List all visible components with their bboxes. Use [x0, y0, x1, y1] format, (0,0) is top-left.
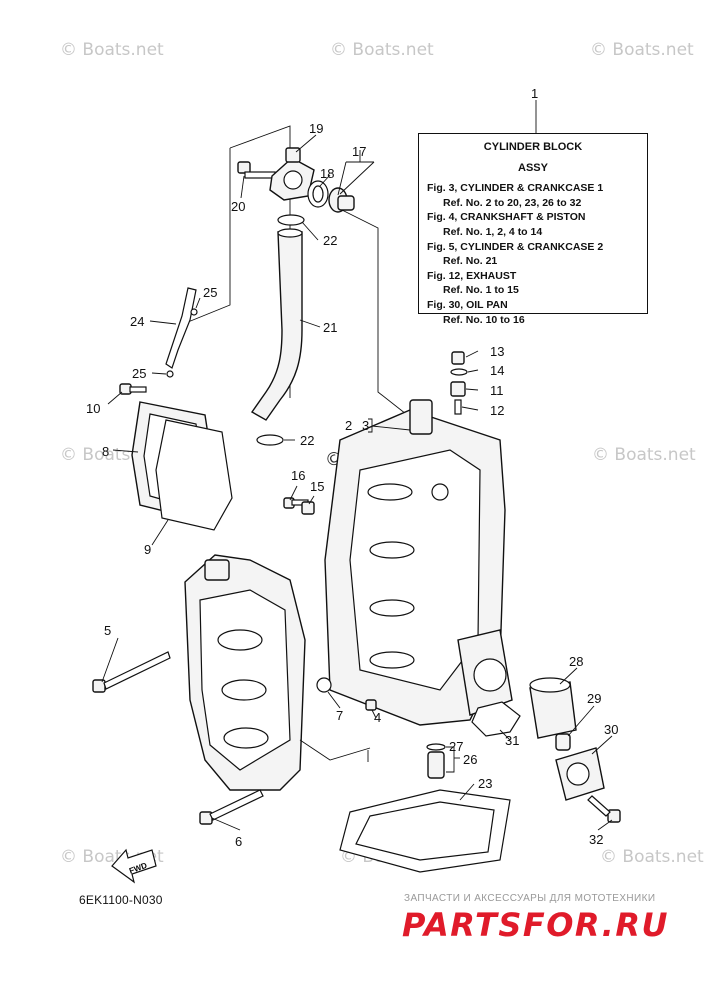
plug-13: [451, 351, 465, 365]
callout-numbers: 1 2 3 4 5 6 7 8 9 10 11 12 13 14 15 16 1…: [86, 86, 618, 849]
dowel-4: [365, 699, 377, 711]
callout-10: 10: [86, 401, 100, 416]
callout-16: 16: [291, 468, 305, 483]
callout-17: 17: [352, 144, 366, 159]
callout-28: 28: [569, 654, 583, 669]
callout-32: 32: [589, 832, 603, 847]
o-ring-7: [316, 677, 332, 693]
bolt-16: [283, 497, 309, 509]
callout-12: 12: [490, 403, 504, 418]
reference-subtitle: ASSY: [518, 161, 548, 174]
reference-figure-line: Fig. 12, EXHAUST: [427, 269, 517, 282]
callout-9: 9: [144, 542, 151, 557]
callout-30: 30: [604, 722, 618, 737]
leader-lines: [101, 134, 613, 831]
callout-1: 1: [531, 86, 538, 101]
callout-14: 14: [490, 363, 504, 378]
callout-18: 18: [320, 166, 334, 181]
clip-25-lower: [166, 370, 174, 378]
bolt-20: [237, 161, 276, 179]
callout-25b: 25: [132, 366, 146, 381]
callout-26: 26: [463, 752, 477, 767]
o-ring-22-lower: [256, 434, 284, 446]
callout-24: 24: [130, 314, 144, 329]
reference-title: CYLINDER BLOCK: [483, 141, 583, 153]
callout-19: 19: [309, 121, 323, 136]
reference-ref-line: Ref. No. 1 to 15: [443, 284, 519, 297]
reference-figure-line: Fig. 5, CYLINDER & CRANKCASE 2: [427, 240, 604, 253]
callout-2: 2: [345, 418, 352, 433]
thermostat-17: [328, 187, 355, 213]
thermostat-cover-19: [269, 147, 315, 201]
reference-figure-line: Fig. 3, CYLINDER & CRANKCASE 1: [427, 182, 604, 195]
callout-20: 20: [231, 199, 245, 214]
callout-11: 11: [490, 383, 504, 398]
reference-ref-line: Ref. No. 1, 2, 4 to 14: [443, 225, 543, 238]
reference-figure-line: Fig. 4, CRANKSHAFT & PISTON: [427, 211, 586, 224]
collar-11: [450, 381, 466, 397]
watermark: © Boats.net: [330, 40, 434, 60]
oil-filter-28: [529, 677, 577, 739]
o-ring-14: [450, 368, 468, 376]
group-bracket-2: [299, 739, 371, 761]
cylinder-block-1: [324, 399, 513, 726]
bolt-6: [199, 789, 264, 825]
crankcase-2: [184, 554, 306, 791]
filter-bracket-30: [555, 747, 605, 801]
callout-7: 7: [336, 708, 343, 723]
pin-12: [454, 399, 462, 415]
callout-4: 4: [374, 710, 381, 725]
reference-box: CYLINDER BLOCK ASSY Fig. 3, CYLINDER & C…: [418, 133, 648, 326]
shop-logo[interactable]: PARTSFOR.RU: [402, 906, 669, 944]
bolt-10: [119, 383, 147, 395]
watermark: © Boats.net: [590, 40, 694, 60]
callout-27: 27: [449, 739, 463, 754]
diagram-code: 6EK1100-N030: [79, 893, 163, 907]
reference-ref-line: Ref. No. 10 to 16: [443, 313, 525, 326]
callout-3: 3: [362, 418, 369, 433]
dowel-15: [301, 501, 315, 515]
callout-5: 5: [104, 623, 111, 638]
group-bracket-thermostat: [335, 206, 421, 426]
strainer-26: [427, 751, 445, 779]
callout-13: 13: [490, 344, 504, 359]
watermark: © Boats.net: [60, 40, 164, 60]
reference-ref-line: Ref. No. 21: [443, 255, 498, 268]
reference-figure-line: Fig. 30, OIL PAN: [427, 298, 508, 311]
gasket-9: [155, 419, 233, 531]
bolt-32: [587, 795, 621, 823]
reference-ref-line: Ref. No. 2 to 20, 23, 26 to 32: [443, 196, 582, 209]
callout-29: 29: [587, 691, 601, 706]
watermark: © Boats.net: [600, 847, 704, 867]
clip-25-upper: [190, 308, 198, 316]
shop-tagline: ЗАПЧАСТИ И АКСЕССУАРЫ ДЛЯ МОТОТЕХНИКИ: [404, 893, 656, 904]
o-ring-27: [426, 743, 446, 751]
o-ring-22-upper: [277, 214, 305, 226]
seal-31: [471, 701, 521, 737]
group-bracket-hose: [187, 148, 231, 323]
hose-24: [165, 287, 197, 369]
bolt-5: [92, 651, 171, 693]
adapter-29: [555, 733, 571, 751]
callout-6: 6: [235, 834, 242, 849]
callout-22a: 22: [323, 233, 337, 248]
watermark: © Boats.net: [592, 445, 696, 465]
callout-23: 23: [478, 776, 492, 791]
water-hose-21: [250, 231, 303, 421]
callout-21: 21: [323, 320, 337, 335]
callout-31: 31: [505, 733, 519, 748]
callout-22b: 22: [300, 433, 314, 448]
callout-25a: 25: [203, 285, 217, 300]
callout-15: 15: [310, 479, 324, 494]
callout-8: 8: [102, 444, 109, 459]
